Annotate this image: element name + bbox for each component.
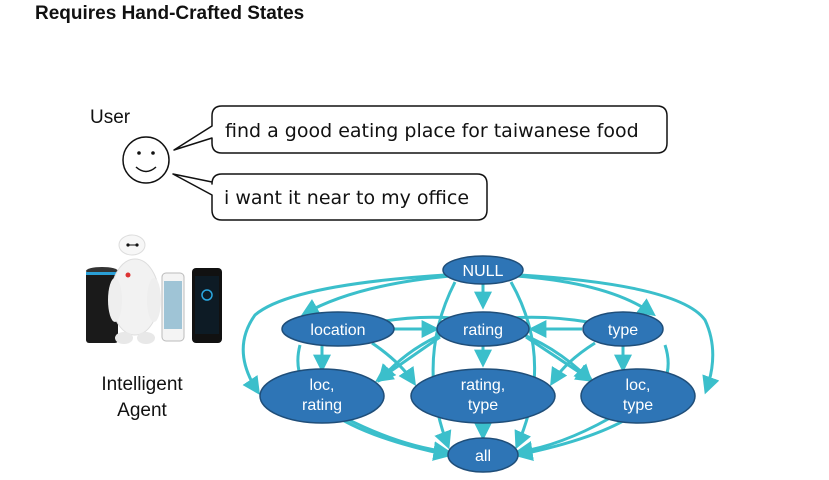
speech-bubble-1: find a good eating place for taiwanese f… xyxy=(173,105,668,154)
agent-label-line2: Agent xyxy=(117,400,167,421)
node-loc-type-line2: type xyxy=(623,397,653,414)
user-label: User xyxy=(90,107,131,128)
node-location: location xyxy=(281,311,395,347)
node-location-label: location xyxy=(310,322,365,339)
utterance-2: i want it near to my office xyxy=(224,187,469,209)
edge-null-location xyxy=(300,274,451,316)
user-smiley-icon xyxy=(122,136,170,184)
node-all-label: all xyxy=(475,448,491,465)
node-rating-type-line2: type xyxy=(468,397,498,414)
state-graph-nodes: NULL location rating type loc, rating ra… xyxy=(259,255,696,473)
agent-devices-image xyxy=(86,234,222,344)
node-rating-type: rating, type xyxy=(410,368,556,424)
node-loc-type: loc, type xyxy=(580,368,696,424)
node-loc-rating: loc, rating xyxy=(259,368,385,424)
edge-null-loctype xyxy=(519,273,720,395)
node-null-label: NULL xyxy=(463,263,504,280)
state-graph-edges xyxy=(241,273,720,461)
agent-label: Intelligent Agent xyxy=(82,372,202,424)
node-type-label: type xyxy=(608,322,638,339)
slide-title: Requires Hand-Crafted States xyxy=(35,3,305,24)
phone-black-icon xyxy=(192,268,222,343)
phone-white-icon xyxy=(161,272,185,342)
node-type: type xyxy=(582,311,664,347)
edge-location-ratingtype xyxy=(371,341,416,386)
edge-null-all xyxy=(431,281,457,450)
agent-label-line1: Intelligent xyxy=(101,374,183,395)
speech-bubble-2: i want it near to my office xyxy=(172,173,488,221)
edge-rating-loctype xyxy=(525,335,595,382)
node-rating: rating xyxy=(436,311,530,347)
edge-type-ratingtype xyxy=(550,341,596,387)
node-rating-type-line1: rating, xyxy=(461,377,505,394)
node-all: all xyxy=(447,437,519,473)
edge-loctype-all xyxy=(514,416,611,459)
node-null: NULL xyxy=(442,255,524,285)
robot-icon xyxy=(108,234,161,344)
edge-locrating-all xyxy=(344,416,452,460)
edge-null-locrating xyxy=(241,273,446,395)
node-loc-rating-line1: loc, xyxy=(310,377,335,394)
node-loc-rating-line2: rating xyxy=(302,397,342,414)
node-rating-label: rating xyxy=(463,322,503,339)
utterance-1: find a good eating place for taiwanese f… xyxy=(225,120,639,142)
edge-null-type xyxy=(515,274,656,317)
edge-null-all-2 xyxy=(509,281,537,450)
node-loc-type-line1: loc, xyxy=(626,377,651,394)
